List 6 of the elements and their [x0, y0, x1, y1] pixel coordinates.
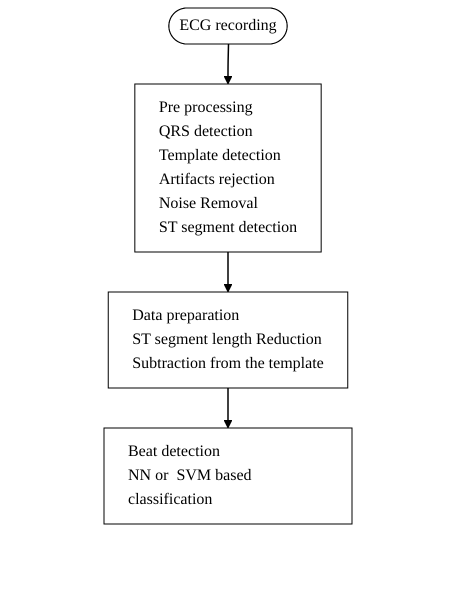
node-box: Beat detection NN or SVM based classification: [104, 428, 352, 524]
arrow: [224, 252, 232, 292]
node-box: Data preparation ST segment length Reduction Subtraction from the template: [108, 292, 348, 388]
arrow: [224, 44, 232, 84]
node-box: Pre processing QRS detection Template detection Artifacts rejection Noise Removal ST segment detection: [134, 84, 322, 252]
arrow: [224, 388, 232, 428]
